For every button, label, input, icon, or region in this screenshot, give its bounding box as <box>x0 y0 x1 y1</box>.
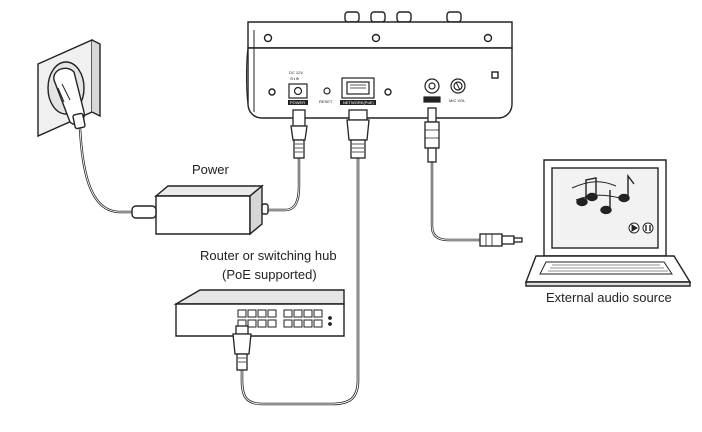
top-knob-4 <box>446 11 462 23</box>
network-switch <box>173 289 345 337</box>
rj45-plug-device <box>346 109 370 159</box>
switch-ports <box>237 309 323 328</box>
intercom-device <box>246 11 513 119</box>
reset-button <box>323 87 331 95</box>
audio-plug-laptop <box>479 233 523 247</box>
power-cable-mains <box>78 126 134 214</box>
top-knob-1 <box>344 11 360 23</box>
router-label-line1: Router or switching hub <box>200 248 337 263</box>
cables <box>78 126 482 406</box>
rj45-plug-switch <box>232 325 252 371</box>
top-knob-3 <box>396 11 412 23</box>
dc-in-label: DC 12V <box>289 70 303 75</box>
reset-label: RESET <box>319 99 333 104</box>
wall-outlet <box>37 38 101 138</box>
mic-volume-knob <box>450 78 466 94</box>
audio-source-label: External audio source <box>546 290 672 305</box>
power-adapter <box>131 184 269 236</box>
audio-cable <box>430 160 482 242</box>
router-label-line2: (PoE supported) <box>222 267 317 282</box>
dc-in-polarity: ⊖◐⊕ <box>290 76 299 81</box>
network-port <box>341 77 375 99</box>
mic-vol-label: MIC VOL <box>449 98 466 103</box>
power-label: Power <box>192 162 230 177</box>
laptop <box>524 159 692 287</box>
dc-in-badge: POWER <box>290 100 305 105</box>
top-knob-2 <box>370 11 386 23</box>
pause-icon <box>642 222 654 234</box>
audio-port <box>423 78 441 103</box>
network-badge: NETWORK(PoE) <box>343 100 374 105</box>
audio-plug-device <box>424 107 440 163</box>
dc-plug <box>290 109 308 159</box>
play-icon <box>628 222 640 234</box>
power-cable-dc <box>260 156 301 212</box>
dc-in-port <box>288 83 308 99</box>
music-notes-icon <box>571 173 635 215</box>
